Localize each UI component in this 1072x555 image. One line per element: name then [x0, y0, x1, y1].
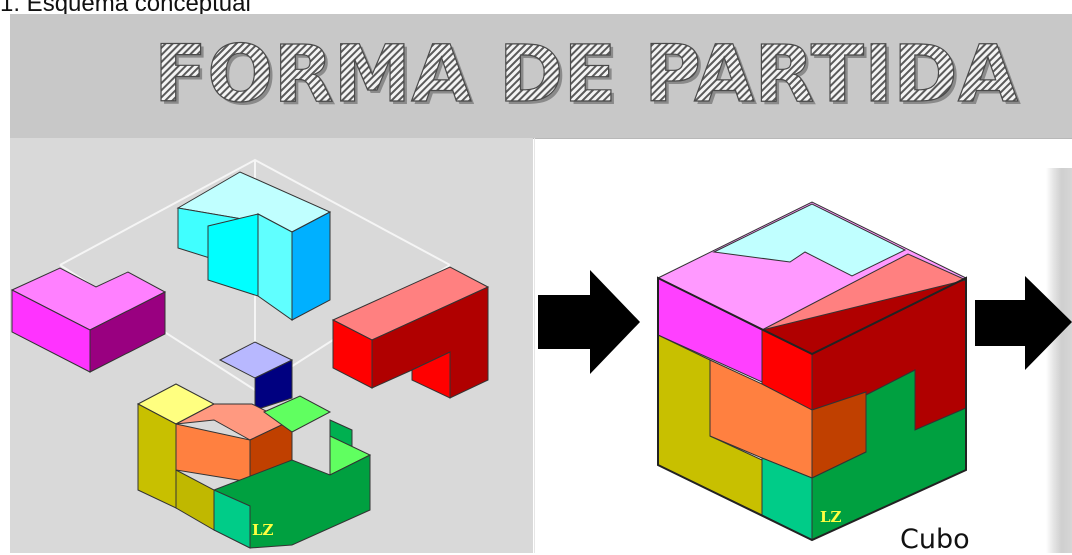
blue-cube — [218, 341, 294, 411]
title-banner: FORMA DE PARTIDA FORMA DE PARTIDA — [10, 14, 1072, 139]
figure-caption: 1. Esquema conceptual — [0, 0, 251, 17]
next-panel-edge — [1046, 168, 1072, 553]
assembled-cube — [656, 201, 968, 542]
arrow-right-icon-2 — [975, 276, 1072, 370]
cube-logo: LZ — [820, 508, 842, 526]
red-piece — [331, 266, 490, 399]
banner-title: FORMA DE PARTIDA — [154, 30, 1018, 120]
pieces-logo: LZ — [252, 521, 274, 539]
bottom-piece — [136, 383, 372, 549]
banner-svg: FORMA DE PARTIDA FORMA DE PARTIDA — [153, 29, 1021, 123]
cube-label: Cubo — [900, 524, 970, 555]
banner-title-shadow: FORMA DE PARTIDA — [157, 33, 1021, 123]
panel-divider — [534, 138, 535, 553]
arrow-right-icon — [538, 270, 640, 374]
cyan-piece — [176, 171, 332, 321]
magenta-piece — [10, 267, 167, 373]
